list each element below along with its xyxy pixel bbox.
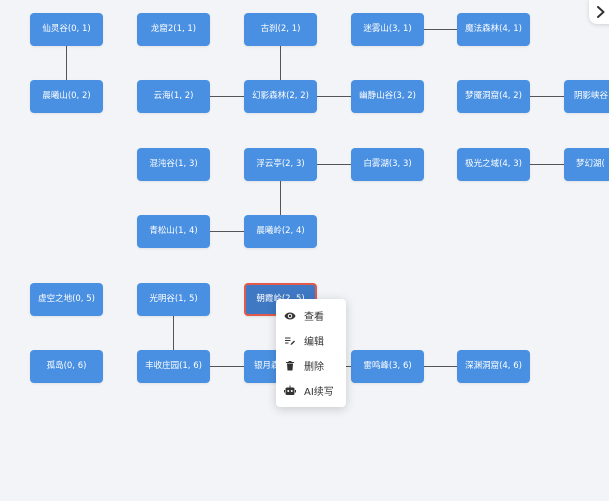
eye-icon (284, 310, 296, 322)
node-1-3[interactable]: 混沌谷(1, 3) (137, 148, 210, 181)
collapse-panel-button[interactable] (589, 0, 609, 24)
node-4-1[interactable]: 魔法森林(4, 1) (457, 13, 530, 46)
node-5-2[interactable]: 阴影峡谷 (564, 80, 609, 113)
node-3-3[interactable]: 白雾湖(3, 3) (351, 148, 424, 181)
node-0-5[interactable]: 虚空之地(0, 5) (30, 283, 103, 316)
menu-item-ai-continue-label: AI续写 (304, 387, 334, 398)
node-1-4[interactable]: 青松山(1, 4) (137, 215, 210, 248)
node-0-1[interactable]: 仙灵谷(0, 1) (30, 13, 103, 46)
menu-item-view-label: 查看 (304, 312, 324, 323)
node-4-6[interactable]: 深渊洞窟(4, 6) (457, 350, 530, 383)
menu-item-ai-continue[interactable]: AI续写 (276, 378, 346, 403)
menu-item-delete[interactable]: 删除 (276, 353, 346, 378)
menu-item-edit[interactable]: 编辑 (276, 328, 346, 353)
node-1-1[interactable]: 龙窟2(1, 1) (137, 13, 210, 46)
node-0-6[interactable]: 孤岛(0, 6) (30, 350, 103, 383)
node-2-1[interactable]: 古刹(2, 1) (244, 13, 317, 46)
trash-icon (284, 360, 296, 372)
node-context-menu: 查看 编辑 删除 (276, 299, 346, 407)
node-1-6[interactable]: 丰收庄园(1, 6) (137, 350, 210, 383)
menu-item-view[interactable]: 查看 (276, 303, 346, 328)
node-1-5[interactable]: 光明谷(1, 5) (137, 283, 210, 316)
node-4-2[interactable]: 梦魇洞窟(4, 2) (457, 80, 530, 113)
node-2-4[interactable]: 晨曦岭(2, 4) (244, 215, 317, 248)
node-1-2[interactable]: 云海(1, 2) (137, 80, 210, 113)
node-3-6[interactable]: 雷鸣峰(3, 6) (351, 350, 424, 383)
node-3-2[interactable]: 幽静山谷(3, 2) (351, 80, 424, 113)
node-5-3[interactable]: 梦幻湖( (564, 148, 609, 181)
node-0-2[interactable]: 晨曦山(0, 2) (30, 80, 103, 113)
node-4-3[interactable]: 极光之域(4, 3) (457, 148, 530, 181)
menu-item-edit-label: 编辑 (304, 337, 324, 348)
node-2-2[interactable]: 幻影森林(2, 2) (244, 80, 317, 113)
node-3-1[interactable]: 迷雾山(3, 1) (351, 13, 424, 46)
chevron-right-icon (597, 6, 605, 18)
node-2-3[interactable]: 浮云亭(2, 3) (244, 148, 317, 181)
menu-item-delete-label: 删除 (304, 362, 324, 373)
robot-icon (284, 385, 296, 397)
edit-list-icon (284, 335, 296, 347)
